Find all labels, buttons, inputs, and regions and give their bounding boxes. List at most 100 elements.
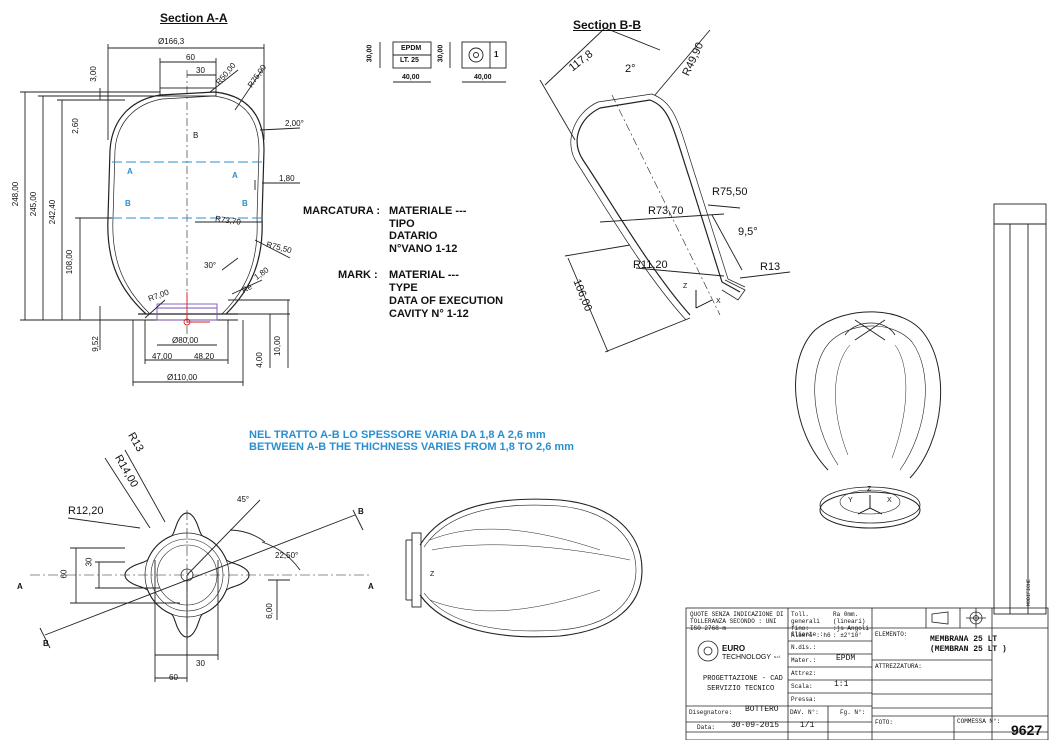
tb-dept-1: PROGETTAZIONE - CAD (703, 675, 783, 683)
top-view-lobes (30, 449, 370, 682)
spec-height-a: 30,00 (366, 44, 374, 63)
tb-foto-label: FOTO: (875, 719, 894, 726)
axis-iso-x: X (887, 497, 892, 504)
dim-diameter-110: Ø110,00 (167, 373, 198, 382)
marking-en-line-4: CAVITY N° 1-12 (389, 308, 469, 320)
marking-label-it: MARCATURA : (303, 205, 380, 217)
section-marker-a-left: A (17, 582, 23, 591)
tb-scala-value: 1:1 (834, 680, 849, 689)
dim-b-radius-7370: R73,70 (648, 205, 684, 217)
tb-commessa-value: 9627 (1011, 722, 1043, 738)
tb-disegnatore-value: BOTTERO (745, 705, 779, 714)
marker-a-right: A (232, 171, 238, 180)
tb-commessa-label: COMMESSA N°: (957, 718, 1001, 725)
dim-height-260: 2,60 (70, 118, 80, 134)
dim-height-3: 3,00 (88, 66, 98, 82)
dim-b-angle-95: 9,5° (738, 226, 758, 238)
spec-width-a: 40,00 (402, 74, 420, 81)
dim-angle-2: 2,00° (285, 119, 304, 128)
tb-pressa-label: Pressa: (791, 696, 817, 703)
tb-disegnatore-label: Disegnatore: (689, 709, 733, 716)
dim-angle-30: 30° (204, 261, 217, 270)
dim-height-4: 4,00 (254, 352, 264, 368)
axis-side-z: Z (430, 571, 435, 578)
spec-material: EPDM (401, 45, 422, 52)
iso-view (795, 311, 942, 529)
spec-type: LT. 25 (400, 57, 419, 64)
tb-fg-label: Fg. N°: (840, 709, 866, 716)
tb-toll-gen: Toll. generali fino: Albero : h6 (791, 611, 831, 639)
spec-cavity: 1 (494, 50, 499, 59)
dim-height-952: 9,52 (90, 336, 100, 352)
section-marker-b-left: B (43, 639, 49, 648)
marking-en-line-1: MATERIAL --- (389, 269, 459, 281)
marker-b-center: B (193, 131, 199, 140)
side-view (405, 498, 643, 638)
tb-company-suffix: s.r.l. (774, 654, 782, 659)
dim-width-47: 47,00 (152, 352, 173, 361)
dim-top-thickness-6: 6,00 (264, 603, 274, 619)
tb-attrezzatura-label: ATTREZZATURA: (875, 663, 922, 670)
tb-modifiche-label: MODIFICHE (1026, 578, 1033, 607)
section-b-title: Section B-B (573, 18, 642, 32)
dim-height-248: 248,00 (11, 181, 21, 207)
dim-top-width-30: 30 (196, 659, 205, 668)
dim-top-height-30: 30 (84, 557, 94, 567)
dim-diameter-80: Ø80,00 (172, 336, 199, 345)
tb-company-1: EURO (722, 644, 746, 653)
axis-b-x: X (716, 298, 721, 305)
dim-thickness-180-top: 1,80 (279, 174, 295, 183)
section-a-title: Section A-A (160, 11, 228, 25)
tb-dav-label: DAV. N°: (790, 709, 819, 716)
tb-data-label: Data: (697, 724, 716, 731)
tb-dept-2: SERVIZIO TECNICO (707, 685, 775, 693)
dim-b-radius-13: R13 (760, 261, 781, 273)
tb-finish: Ra 0mm. (lineari) :js Angoli : ±2°10' (833, 611, 870, 639)
marker-b-left: B (125, 199, 131, 208)
dim-height-10: 10,00 (273, 335, 283, 357)
dim-diameter-166: Ø166,3 (158, 37, 185, 46)
tb-elemento-2: (MEMBRAN 25 LT ) (930, 645, 1007, 654)
axis-b-z: Z (683, 283, 688, 290)
tb-cliente-label: Cliente : (791, 631, 824, 638)
tb-elemento-1: MEMBRANA 25 LT (930, 635, 998, 644)
section-a-profile (20, 44, 301, 386)
marking-en-line-2: TYPE (389, 282, 418, 294)
spec-boxes (379, 41, 507, 83)
spec-height-b: 30,00 (437, 44, 445, 63)
tb-ndis-label: N.dis.: (791, 644, 817, 651)
tb-data-value: 30-09-2015 (731, 721, 780, 730)
marker-b-right: B (242, 199, 248, 208)
axis-iso-y: Y (848, 497, 853, 504)
sheet-frame (993, 203, 1047, 615)
dim-top-angle-2250: 22,50° (275, 551, 299, 560)
dim-b-radius-1120: R11,20 (633, 259, 668, 271)
section-marker-a-right: A (368, 582, 374, 591)
dim-width-48: 48,20 (194, 352, 215, 361)
axis-iso-z: Z (867, 486, 872, 493)
tb-attrez-label: Attrez: (791, 670, 817, 677)
tb-elemento-label: ELEMENTO: (875, 631, 908, 638)
tb-scala-label: Scala: (791, 683, 813, 690)
marking-it-line-3: DATARIO (389, 230, 438, 242)
dim-b-radius-7550: R75,50 (712, 186, 748, 198)
tb-notes: QUOTE SENZA INDICAZIONE DI TOLLERANZA SE… (690, 611, 784, 632)
marking-label-en: MARK : (338, 269, 378, 281)
dim-width-30: 30 (196, 66, 205, 75)
dim-width-60: 60 (186, 53, 195, 62)
tb-mater-value: EPDM (836, 654, 856, 663)
marker-a-left: A (127, 167, 133, 176)
thickness-note-it: NEL TRATTO A-B LO SPESSORE VARIA DA 1,8 … (249, 429, 546, 441)
dim-height-108: 108,00 (65, 249, 75, 275)
marking-it-line-4: N°VANO 1-12 (389, 243, 458, 255)
marking-en-line-3: DATA OF EXECUTION (389, 295, 504, 307)
marking-it-line-1: MATERIALE --- (389, 205, 467, 217)
tb-dav-value: 1/1 (800, 721, 815, 730)
dim-top-width-60: 60 (169, 673, 178, 682)
marking-it-line-2: TIPO (389, 218, 415, 230)
tb-mater-label: Mater.: (791, 657, 817, 664)
dim-height-245: 245,00 (29, 191, 39, 217)
dim-top-angle-45: 45° (237, 495, 250, 504)
